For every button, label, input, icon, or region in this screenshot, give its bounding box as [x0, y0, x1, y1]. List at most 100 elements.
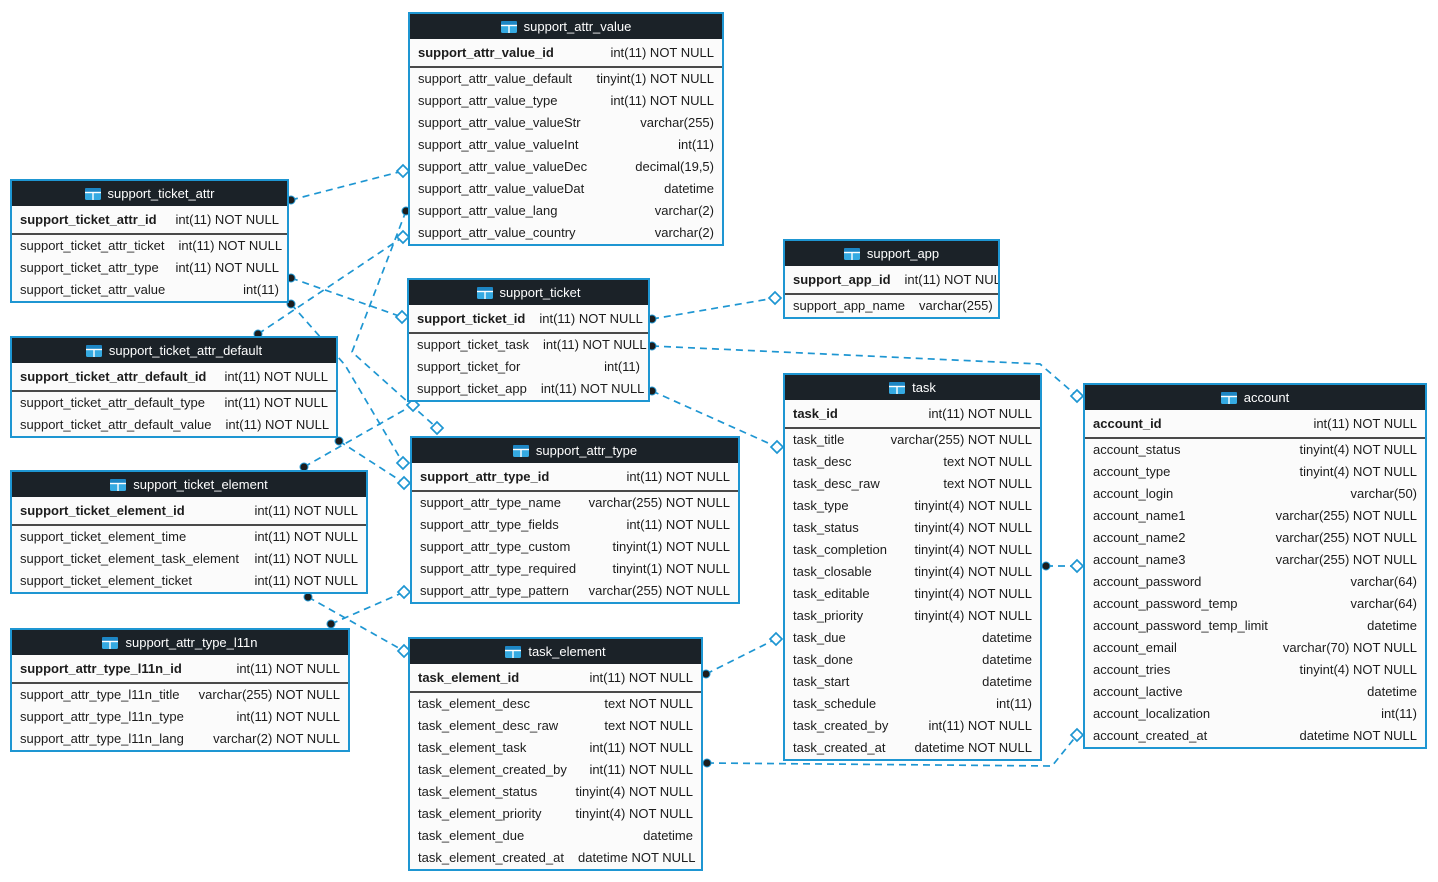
column-name: account_id [1093, 416, 1162, 431]
column-row: task_element_due datetime [410, 825, 701, 847]
table-header: support_attr_type [412, 438, 738, 463]
column-name: task_id [793, 406, 838, 421]
column-name: support_attr_value_country [418, 225, 576, 240]
column-type: datetime [664, 181, 714, 196]
column-type: int(11) NOT NULL [175, 212, 279, 227]
column-type: varchar(255) [919, 298, 993, 313]
column-type: varchar(255) NOT NULL [588, 583, 730, 598]
table-header: support_attr_value [410, 14, 722, 39]
column-name: support_ticket_attr_default_id [20, 369, 207, 384]
column-type: varchar(255) NOT NULL [890, 432, 1032, 447]
column-type: varchar(2) [654, 225, 714, 240]
column-name: task_closable [793, 564, 872, 579]
column-type: int(11) NOT NULL [626, 469, 730, 484]
column-type: int(11) NOT NULL [928, 406, 1032, 421]
column-type: text NOT NULL [943, 476, 1032, 491]
table-header: support_attr_type_l11n [12, 630, 348, 655]
relationship-endpoint-dot [303, 592, 313, 602]
column-name: account_tries [1093, 662, 1171, 677]
column-type: varchar(2) [654, 203, 714, 218]
column-name: task_element_status [418, 784, 538, 799]
table-support_attr_type_l11n[interactable]: support_attr_type_l11n support_attr_type_… [10, 628, 350, 752]
relationship-endpoint-diamond [395, 229, 411, 245]
column-name: task_created_by [793, 718, 889, 733]
column-type: tinyint(1) NOT NULL [612, 539, 730, 554]
column-type: int(11) NOT NULL [543, 337, 647, 352]
column-type: varchar(255) NOT NULL [1275, 508, 1417, 523]
column-name: task_element_desc_raw [418, 718, 559, 733]
table-support_ticket_attr_default[interactable]: support_ticket_attr_default support_ticke… [10, 336, 338, 438]
column-name: task_element_task [418, 740, 527, 755]
column-type: tinyint(4) NOT NULL [914, 586, 1032, 601]
column-type: int(11) NOT NULL [254, 573, 358, 588]
table-title: support_ticket_attr_default [108, 343, 263, 358]
column-name: support_attr_value_valueDat [418, 181, 585, 196]
column-type: int(11) NOT NULL [589, 762, 693, 777]
column-type: datetime NOT NULL [914, 740, 1032, 755]
column-type: text NOT NULL [604, 696, 693, 711]
relationship-endpoint-dot [286, 299, 296, 309]
column-name: task_status [793, 520, 859, 535]
relationship-endpoint-diamond [1069, 388, 1085, 404]
table-header: task_element [410, 639, 701, 664]
relationship-endpoint-diamond [395, 455, 411, 471]
relationship-endpoint-diamond [405, 397, 421, 413]
table-title: account [1243, 390, 1290, 405]
column-type: int(11) NOT NULL [175, 260, 279, 275]
column-name: support_attr_type_l11n_title [20, 687, 180, 702]
relationship-line-support_ticket_attr_default-support_attr_value [257, 236, 404, 335]
table-title: support_attr_value [523, 19, 632, 34]
column-name: task_element_due [418, 828, 525, 843]
column-name: support_attr_value_valueInt [418, 137, 579, 152]
column-type: int(11) NOT NULL [610, 93, 714, 108]
column-name: task_priority [793, 608, 864, 623]
column-row: support_attr_value_country varchar(2) [410, 222, 722, 244]
relationship-line-support_attr_type_l11n-support_attr_type [330, 591, 405, 625]
table-title: support_ticket_attr [107, 186, 215, 201]
column-type: tinyint(4) NOT NULL [914, 542, 1032, 557]
column-name: support_attr_type_custom [420, 539, 571, 554]
column-row: task_element_task int(11) NOT NULL [410, 737, 701, 759]
column-name: support_app_id [793, 272, 891, 287]
column-name: support_attr_type_pattern [420, 583, 569, 598]
column-type: varchar(64) [1350, 574, 1417, 589]
column-row: support_attr_type_pattern varchar(255) NO… [412, 580, 738, 602]
column-type: int(11) [1381, 706, 1417, 721]
column-name: account_password_temp [1093, 596, 1238, 611]
column-type: tinyint(4) NOT NULL [575, 806, 693, 821]
column-name: support_attr_value_default [418, 71, 572, 86]
table-icon [476, 286, 493, 299]
column-type: int(11) NOT NULL [589, 740, 693, 755]
relationship-endpoint-diamond [768, 631, 784, 647]
column-name: account_created_at [1093, 728, 1208, 743]
relationship-endpoint-diamond [1069, 727, 1085, 743]
column-type: datetime [643, 828, 693, 843]
column-name: support_attr_type_name [420, 495, 561, 510]
column-name: account_name2 [1093, 530, 1186, 545]
